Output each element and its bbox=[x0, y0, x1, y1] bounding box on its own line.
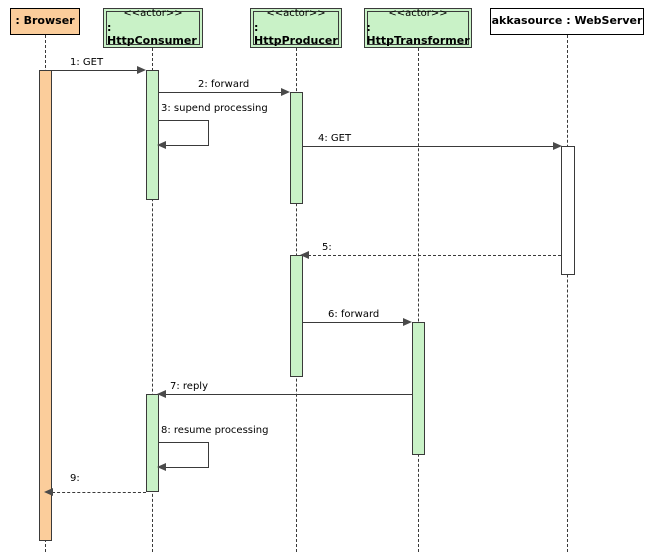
message-3-line-back bbox=[163, 145, 209, 146]
message-7-line bbox=[159, 394, 412, 395]
message-8-line-back bbox=[163, 467, 209, 468]
activation-httpproducer-1 bbox=[290, 92, 303, 204]
message-3-line-out bbox=[159, 120, 209, 121]
message-5-arrowhead bbox=[300, 251, 309, 259]
participant-httpconsumer[interactable]: <<actor>> : HttpConsumer bbox=[103, 8, 203, 48]
message-6-line bbox=[303, 322, 405, 323]
message-9-arrowhead bbox=[44, 488, 53, 496]
participant-httpproducer-stereotype: <<actor>> bbox=[266, 8, 326, 19]
participant-httptransformer-label: : HttpTransformer bbox=[366, 20, 470, 48]
participant-browser[interactable]: : Browser bbox=[10, 8, 80, 35]
message-4-label: 4: GET bbox=[318, 133, 352, 144]
participant-httptransformer-stereotype: <<actor>> bbox=[388, 8, 448, 19]
message-3-line-down bbox=[208, 120, 209, 145]
message-4-line bbox=[303, 146, 558, 147]
participant-httpproducer-label: : HttpProducer bbox=[254, 20, 338, 48]
activation-httptransformer bbox=[412, 322, 425, 455]
activation-httpproducer-2 bbox=[290, 255, 303, 377]
participant-httpconsumer-label: : HttpConsumer bbox=[107, 20, 197, 48]
participant-webserver-label: akkasource : WebServer bbox=[491, 14, 643, 28]
message-3-arrowhead bbox=[157, 141, 166, 149]
activation-httpconsumer-1 bbox=[146, 70, 159, 200]
message-1-label: 1: GET bbox=[70, 57, 104, 68]
activation-httpconsumer-2 bbox=[146, 394, 159, 492]
message-2-line bbox=[159, 92, 283, 93]
participant-webserver[interactable]: akkasource : WebServer bbox=[490, 8, 644, 35]
message-7-arrowhead bbox=[157, 390, 166, 398]
activation-webserver bbox=[561, 146, 575, 275]
message-2-arrowhead bbox=[281, 88, 290, 96]
message-2-label: 2: forward bbox=[198, 79, 250, 90]
message-9-line bbox=[52, 492, 146, 493]
lifeline-httpconsumer bbox=[152, 48, 153, 552]
message-5-label: 5: bbox=[322, 242, 332, 253]
message-8-line-down bbox=[208, 442, 209, 467]
message-8-label: 8: resume processing bbox=[161, 425, 269, 436]
message-1-arrowhead bbox=[137, 66, 146, 74]
participant-httpproducer[interactable]: <<actor>> : HttpProducer bbox=[250, 8, 342, 48]
message-8-line-out bbox=[159, 442, 209, 443]
lifeline-webserver bbox=[567, 35, 568, 552]
message-3-label: 3: supend processing bbox=[161, 103, 268, 114]
participant-httpconsumer-stereotype: <<actor>> bbox=[123, 8, 183, 19]
activation-browser bbox=[39, 70, 52, 541]
lifeline-httptransformer bbox=[418, 48, 419, 552]
message-7-label: 7: reply bbox=[170, 381, 208, 392]
participant-browser-label: : Browser bbox=[15, 14, 75, 28]
message-6-label: 6: forward bbox=[328, 309, 380, 320]
message-1-line bbox=[52, 70, 140, 71]
message-8-arrowhead bbox=[157, 463, 166, 471]
message-6-arrowhead bbox=[403, 318, 412, 326]
message-4-arrowhead bbox=[553, 142, 562, 150]
message-5-line bbox=[308, 255, 561, 256]
message-9-label: 9: bbox=[70, 473, 80, 484]
participant-httptransformer[interactable]: <<actor>> : HttpTransformer bbox=[364, 8, 472, 48]
